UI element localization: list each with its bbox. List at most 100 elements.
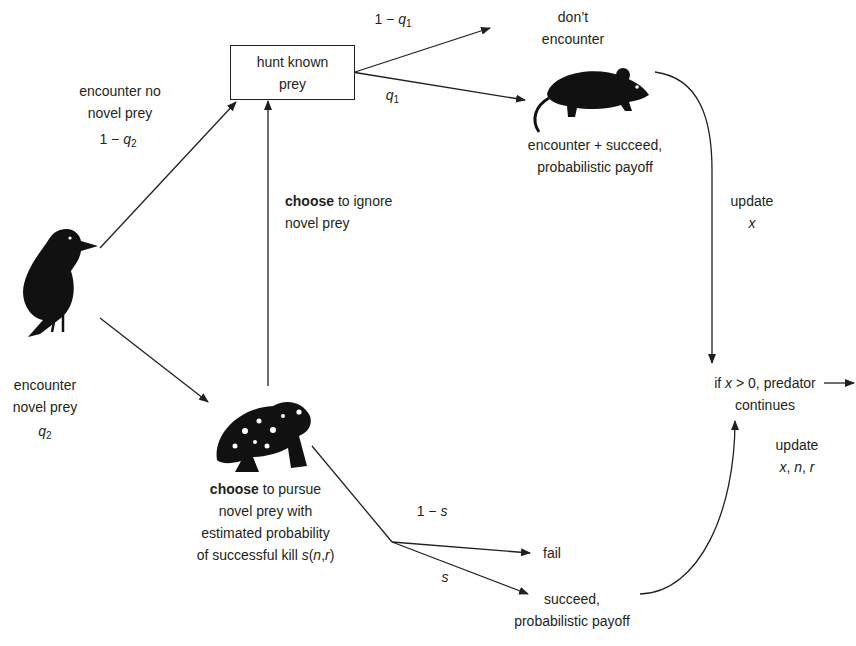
variable-letter: n [313,547,321,563]
flow-arrow [355,28,490,72]
toad-eye [296,409,301,414]
flow-arrow [392,542,530,553]
variable-letter: x [725,375,732,391]
flow-label: 1 − q2 [88,128,148,150]
math-variable: n [794,459,802,475]
flow-label: 1 − q1 [363,8,423,30]
rat-ear [616,68,630,82]
text-run: encounter novel prey [13,377,78,415]
toad-spots [233,409,302,448]
flow-arrow [100,102,236,248]
emphasis: choose [285,193,334,209]
text-run: 1 − [417,503,441,519]
text-run: hunt known prey [257,54,329,92]
flow-label: update x, n, r [773,434,821,478]
math-variable: s [302,547,309,563]
text-run: , [321,547,325,563]
toad-spot [257,419,262,424]
toad-spot [270,427,276,433]
math-variable: q2 [123,131,136,147]
variable-letter: n [794,459,802,475]
flow-arrow [640,421,735,594]
math-variable: x [749,215,756,231]
flow-label: encounter novel prey [5,374,85,418]
toad-spot [265,444,270,449]
text-run: update [731,193,774,209]
variable-subscript: 2 [131,138,137,149]
edge-label: choose to ignore novel prey [285,190,403,234]
rat-eye [635,85,639,89]
text-run: encounter + succeed, probabilistic payof… [528,137,662,175]
node-text: encounter + succeed, probabilistic payof… [525,134,665,178]
flow-arrow [267,101,268,386]
prey-node: choose to pursue novel prey with estimat… [195,386,336,566]
flow-arrow [824,382,854,383]
variable-letter: x [779,459,786,475]
text-run: don’t encounter [542,9,604,47]
toad-silhouette [217,402,311,472]
text-run: > 0, predator continues [732,375,816,413]
flow-arrow [392,542,528,594]
crow-silhouette [23,229,98,337]
toad-body [217,402,311,472]
edge-label: q1 [380,84,405,106]
text-run: update [776,437,819,453]
toad-spot [281,414,285,418]
variable-letter: s [302,547,309,563]
flow-arrow [655,72,712,363]
text-run: if [714,375,725,391]
prey-node: encounter + succeed, probabilistic payof… [525,62,665,178]
variable-letter: q [38,423,46,439]
variable-subscript: 2 [46,430,52,441]
math-variable: q1 [386,87,399,103]
flow-arrows [100,28,854,594]
edge-group [268,73,525,387]
flow-label: if x > 0, predator continues [705,372,825,416]
text-run: encounter no novel prey [79,83,161,121]
crow-body [23,229,98,337]
math-variable: r [810,459,815,475]
process-box: hunt known prey [230,45,355,100]
text-run: ) [330,547,335,563]
flow-arrow [355,73,525,101]
math-variable: x [725,375,732,391]
flow-label: fail [532,542,572,564]
toad-spot [253,440,257,444]
text-run: , [802,459,810,475]
text-run: 1 − [99,131,123,147]
flow-label: update x [728,190,776,234]
math-variable: s [440,503,447,519]
flow-label: encounter no novel prey [73,80,168,124]
text-run: , [786,459,794,475]
flow-arrow [100,318,208,402]
variable-letter: q [386,87,394,103]
variable-letter: s [440,503,447,519]
crow-legs [52,312,63,332]
toad-spot [233,444,238,449]
math-variable: r [325,547,330,563]
flow-label: s [435,566,455,588]
flow-label: q2 [30,420,60,442]
flow-label: 1 − s [407,500,457,522]
flow-label: don’t encounter [538,6,608,50]
math-variable: s [442,569,449,585]
variable-subscript: 1 [394,94,400,105]
variable-letter: q [123,131,131,147]
variable-subscript: 1 [406,18,412,29]
text-run: choose [285,193,334,209]
variable-letter: x [749,215,756,231]
math-variable: q1 [398,11,411,27]
flow-label: succeed, probabilistic payoff [511,588,633,632]
text-run: ( [309,547,314,563]
toad-spot [242,428,248,434]
rat-body [547,71,649,117]
text-run: succeed, probabilistic payoff [514,591,630,629]
variable-letter: q [398,11,406,27]
text-run: fail [543,545,561,561]
text-run: choose [210,481,259,497]
crow-eye [68,236,71,239]
math-variable: x [779,459,786,475]
variable-letter: s [442,569,449,585]
node-text: hunt known prey [247,51,339,95]
